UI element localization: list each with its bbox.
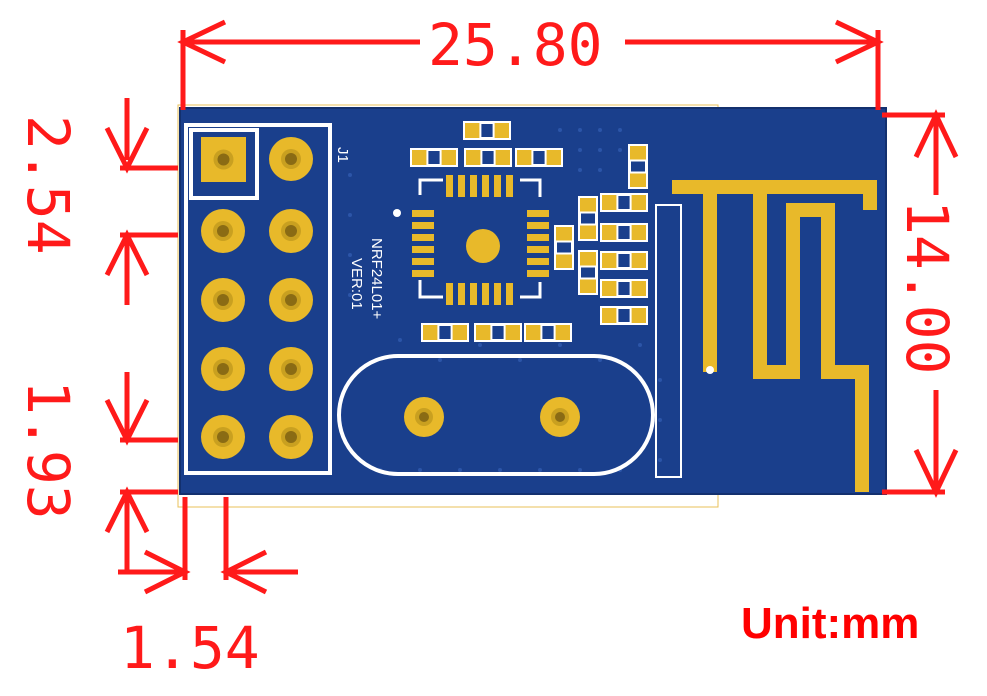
crystal <box>337 354 655 476</box>
rf-chip <box>393 175 549 305</box>
dimension-lines <box>104 19 959 595</box>
smd-component <box>554 225 574 270</box>
unit-label: Unit:mm <box>741 599 919 648</box>
header-pin <box>201 209 245 253</box>
header-pin <box>269 278 313 322</box>
header-offset-label: 1.93 <box>14 380 82 520</box>
header-pin <box>269 209 313 253</box>
height-dimension-label: 14.00 <box>893 200 961 375</box>
pcb-antenna <box>672 180 877 492</box>
smd-component <box>628 144 648 189</box>
smd-components <box>410 121 648 342</box>
pcb-board: J1 NRF24L01+ VER:01 <box>179 107 887 495</box>
smd-component <box>600 223 648 242</box>
width-dimension-label: 25.80 <box>428 11 603 79</box>
smd-component <box>600 193 648 212</box>
header-pin <box>269 347 313 391</box>
header-pin <box>201 278 245 322</box>
antenna-keepout <box>655 204 682 478</box>
smd-component <box>410 148 458 167</box>
part-label: NRF24L01+ <box>368 238 385 320</box>
connector-ref-label: J1 <box>334 147 351 163</box>
smd-component <box>600 279 648 298</box>
pin-pitch-label: 2.54 <box>14 115 82 255</box>
smd-component <box>578 196 598 241</box>
smd-component <box>578 250 598 295</box>
smd-component <box>515 148 563 167</box>
smd-component <box>524 323 572 342</box>
header-pin <box>201 415 245 459</box>
version-label: VER:01 <box>348 258 365 310</box>
round-pins <box>201 137 313 459</box>
smd-component <box>463 121 511 140</box>
connector-j1 <box>184 123 332 475</box>
header-pins <box>201 137 246 182</box>
smd-component <box>464 148 512 167</box>
smd-component <box>474 323 522 342</box>
smd-component <box>421 323 469 342</box>
smd-component <box>600 306 648 325</box>
edge-margin-label: 1.54 <box>120 614 260 682</box>
smd-component <box>600 251 648 270</box>
header-pin <box>269 137 313 181</box>
header-pin <box>269 415 313 459</box>
header-pin <box>201 347 245 391</box>
